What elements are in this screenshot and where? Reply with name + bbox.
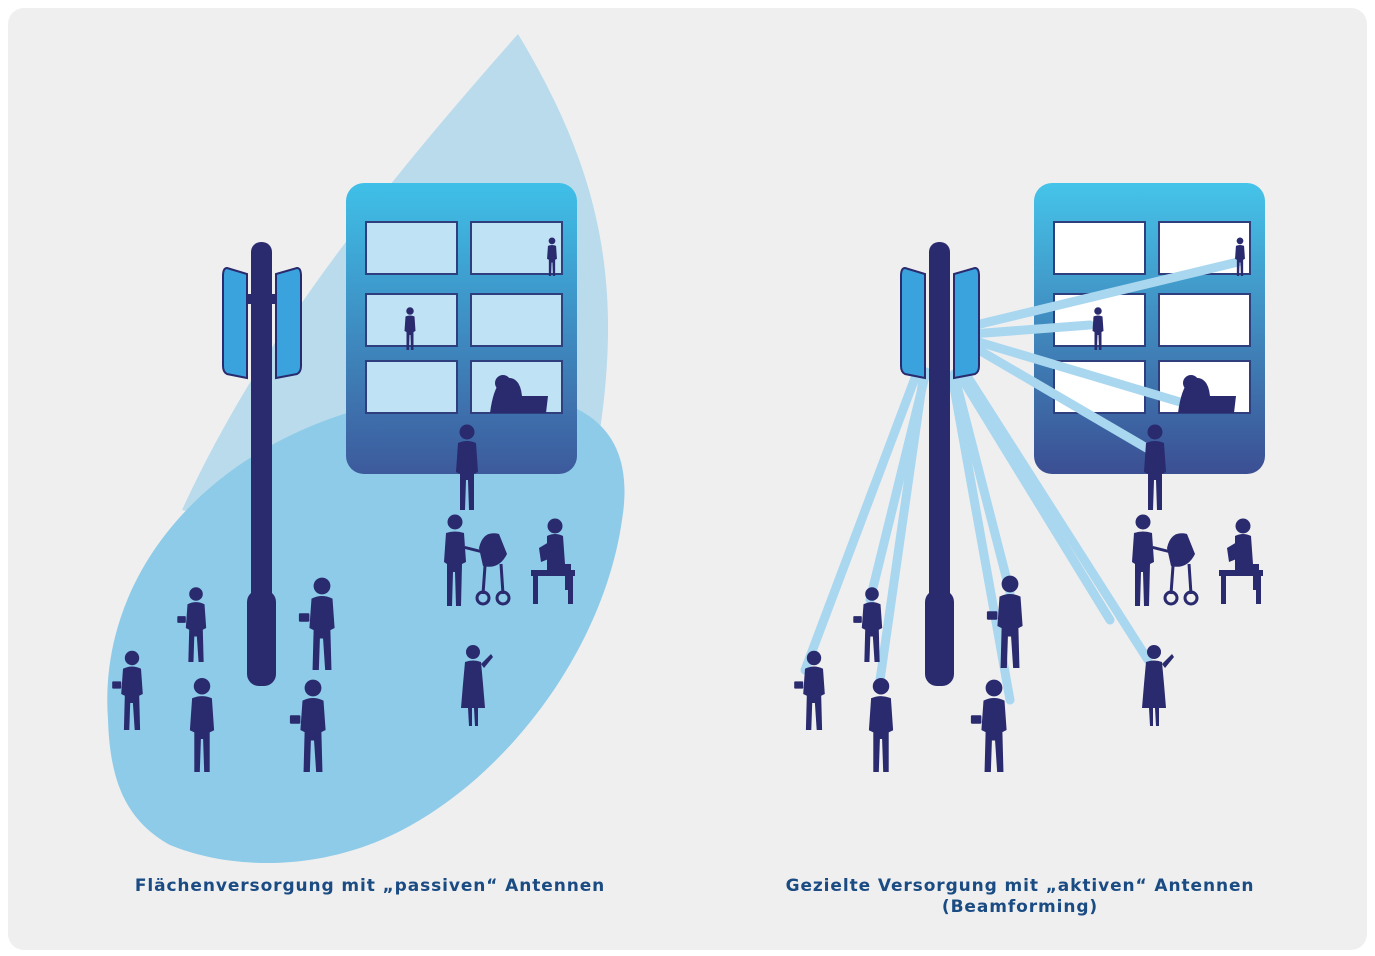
- mast-active: [900, 242, 980, 686]
- caption-passive: Flächenversorgung mit „passiven“ Antenne…: [134, 876, 606, 896]
- building: [346, 183, 577, 474]
- antenna-active-right: [953, 266, 980, 380]
- mast-passive: [222, 242, 302, 686]
- antenna-active-left: [900, 266, 926, 380]
- coverage-area: [107, 392, 625, 863]
- caption-active: Gezielte Versorgung mit „aktiven“ Antenn…: [785, 876, 1255, 917]
- passive-panel: [107, 34, 625, 863]
- beams: [800, 257, 1243, 705]
- antenna-passive-left: [222, 266, 248, 380]
- antenna-passive-right: [275, 266, 302, 380]
- active-panel: [794, 183, 1265, 772]
